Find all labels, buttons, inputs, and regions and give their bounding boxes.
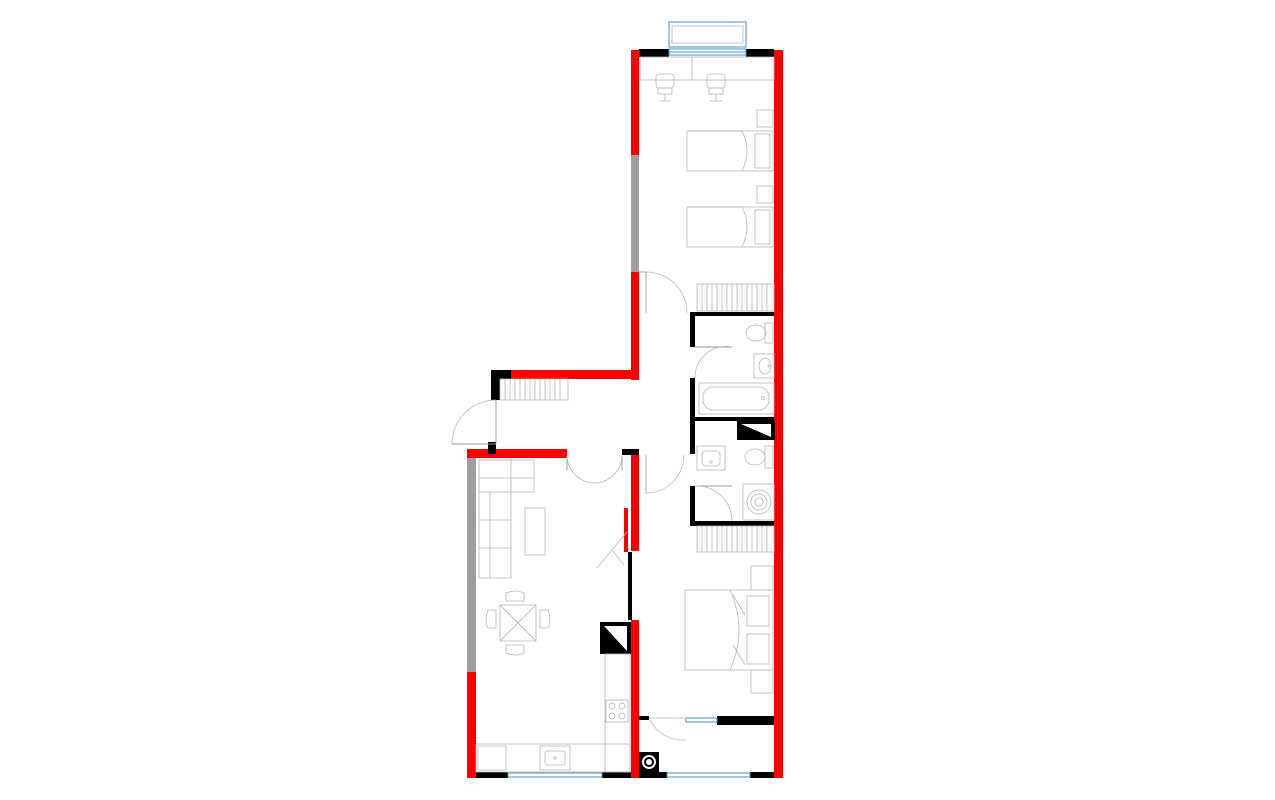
bed-icon [686, 130, 774, 172]
entrance-hall [499, 378, 569, 401]
fridge [477, 745, 507, 771]
interior-wall [690, 521, 774, 526]
niche-void [604, 626, 627, 651]
interior-wall [639, 49, 669, 57]
doors [451, 271, 733, 741]
window-inner [685, 717, 718, 723]
nightstand [750, 669, 774, 694]
window-wall-living [467, 458, 476, 672]
exterior-wall [467, 672, 476, 778]
interior-wall [639, 716, 649, 720]
chair-icon [655, 73, 675, 102]
wardrobe-icon [696, 525, 775, 553]
nightstand [756, 109, 774, 128]
interior-wall [690, 486, 695, 526]
exterior-wall [467, 449, 567, 458]
interior-wall [628, 552, 632, 620]
nightstand [750, 565, 774, 591]
interior-wall [690, 417, 774, 421]
partition-wall [624, 508, 628, 552]
interior-wall [717, 716, 774, 725]
door-swing-icon [566, 454, 623, 484]
balcony-inner [671, 25, 744, 44]
stove-icon [605, 699, 629, 723]
living-kitchen [475, 459, 631, 773]
interior-wall [488, 442, 496, 454]
partition-wall [631, 620, 639, 778]
interior-wall [750, 772, 774, 778]
bathroom-with-tub [698, 322, 775, 415]
shaft-void [741, 424, 771, 437]
interior-wall [639, 772, 667, 778]
door-swing-icon [648, 717, 687, 741]
exterior-walls [467, 50, 783, 778]
toilet-icon [745, 322, 774, 344]
toilet-laundry [696, 445, 775, 521]
interior-wall [491, 370, 500, 400]
door-swing-icon [694, 346, 733, 379]
wardrobe-icon [696, 283, 775, 312]
interior-walls [476, 49, 775, 778]
sink-icon [696, 445, 726, 471]
exterior-wall [631, 272, 639, 380]
bed-icon [686, 206, 774, 248]
dining-table-icon [485, 590, 551, 656]
coffee-table [524, 507, 546, 556]
door-swing-icon [596, 531, 628, 569]
exterior-wall [631, 50, 639, 155]
interior-wall [476, 772, 508, 778]
sink-icon [539, 745, 571, 771]
bedroom-double-bed [639, 525, 775, 772]
exterior-wall [511, 370, 639, 379]
interior-wall [622, 449, 639, 455]
sofa-icon [478, 459, 535, 579]
washing-machine-icon [742, 483, 775, 521]
interior-wall [746, 49, 774, 57]
interior-wall [690, 312, 695, 347]
exterior-wall [467, 449, 476, 458]
interior-wall [690, 312, 774, 316]
window-walls [467, 155, 639, 672]
partition-wall [631, 449, 639, 551]
door-swing-icon [645, 454, 685, 494]
exterior-wall [774, 50, 783, 778]
kitchen-counter [475, 653, 631, 773]
interior-wall [690, 378, 695, 418]
window-wall-bedroom [631, 155, 639, 272]
bathtub-icon [698, 382, 775, 415]
windows [507, 21, 751, 778]
door-swing-icon [694, 485, 733, 522]
door-swing-icon [639, 271, 688, 314]
interior-wall [690, 421, 695, 454]
interior-wall [602, 772, 631, 778]
sink-icon [753, 353, 775, 379]
boiler-icon [639, 752, 659, 772]
nightstand [756, 185, 774, 204]
window-bottom-right [666, 772, 751, 778]
door-swing-icon [451, 399, 497, 445]
bed-icon [684, 589, 774, 671]
chair-icon [706, 73, 726, 102]
bedroom-two-beds [639, 56, 775, 312]
wardrobe-icon [499, 378, 569, 401]
window-bottom-left [507, 772, 603, 778]
interior-wall [491, 370, 511, 379]
toilet-icon [744, 445, 774, 469]
